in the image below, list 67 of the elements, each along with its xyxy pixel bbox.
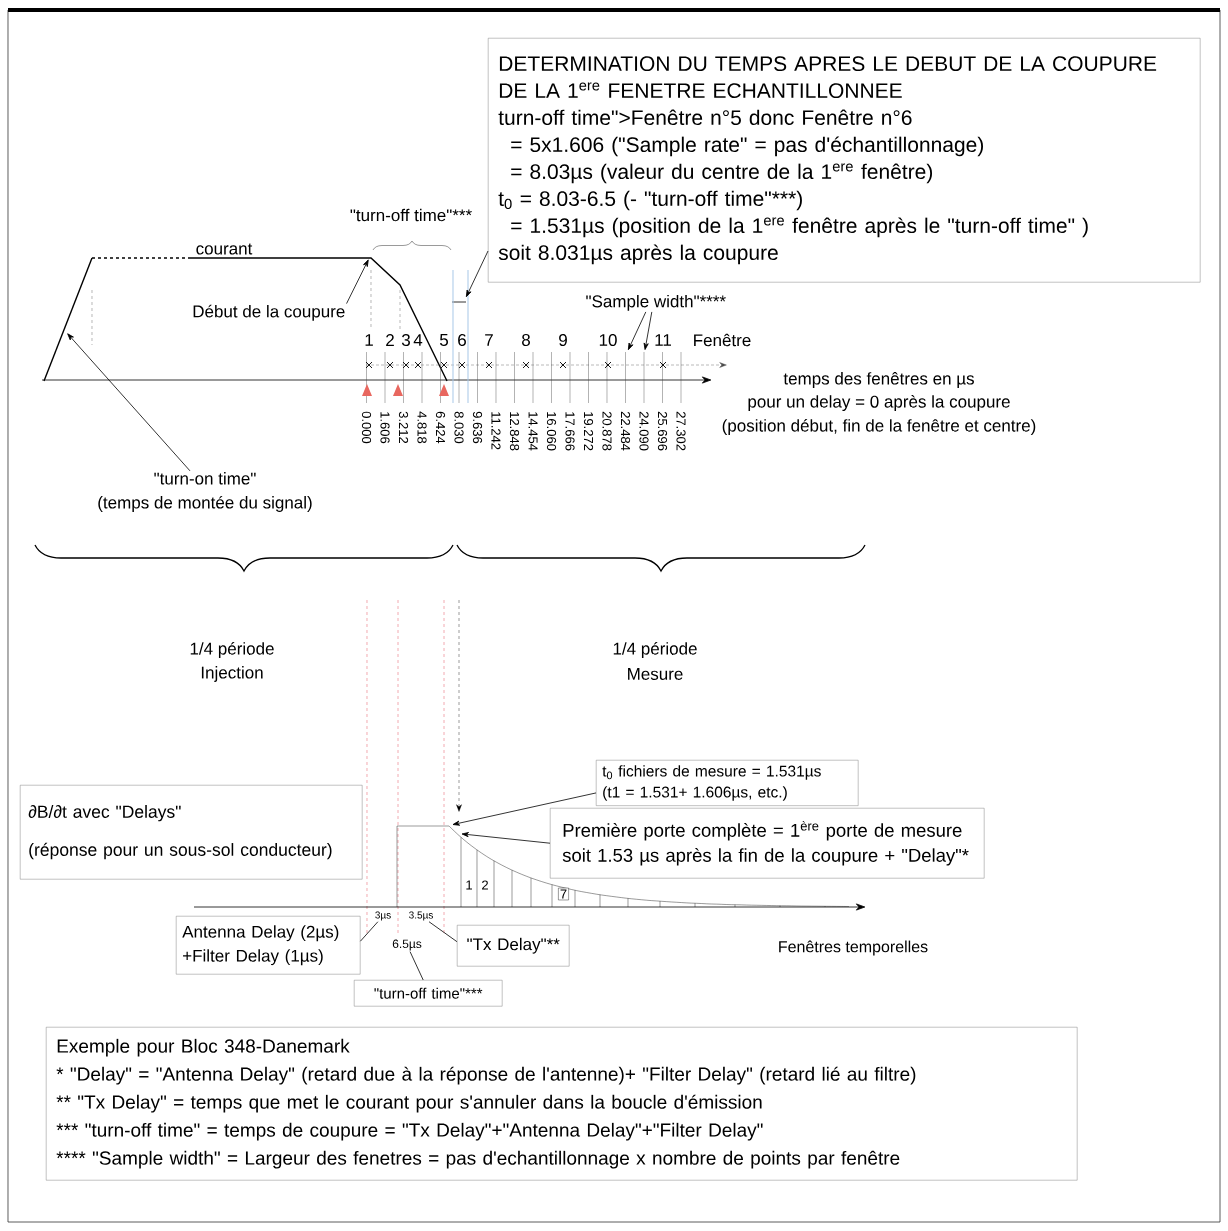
leader-line [428,921,458,943]
leader-arrow [461,832,551,844]
tick-label: 25.696 [657,411,668,451]
window-number: 10 [599,334,617,347]
label: Injection [201,666,263,682]
tick-label: 20.878 [602,411,612,451]
leader-arrow [627,311,647,351]
dimension-label: 3µs [375,911,391,921]
leader-line [409,951,424,981]
window-number: 5 [439,334,448,346]
callout-text: "turn-on time" (temps de montée du signal) [98,472,312,512]
tick-label: 12.848 [509,412,520,451]
window-number: 11 [655,334,671,346]
label: "turn-off time"*** [350,208,472,222]
tick-label: 24.090 [639,411,649,451]
tick-label: 22.484 [620,411,631,451]
gate-number: 7 [558,887,569,901]
window-number: 8 [522,334,530,347]
label-box: "turn-off time"*** [354,980,503,1007]
label: (position début, fin de la fenêtre et centre) [722,419,1036,436]
label: 1/4 période [190,642,274,659]
window-number: 4 [413,334,423,346]
window-number: 6 [458,334,466,347]
tick-label: 9.636 [472,411,483,444]
tick-label: 11.242 [491,412,501,450]
label-box: Antenna Delay (2µs) +Filter Delay (1µs) [176,916,361,975]
window-number: 3 [401,334,410,347]
tick-label: 4.818 [417,411,427,444]
tick-label: 0.000 [361,411,372,444]
window-number: 7 [485,334,493,346]
note-box: DETERMINATION DU TEMPS APRES LE DEBUT DE LA COUPURE DE LA 1$^{ere}$ FENETRE ECHANTILLONNEE turn-off time">Fenêtre n°5 donc Fenêtre n°6 = 5x1.606 ("Sample rate" = pas d'échantillonnage) = 8.03µs (valeur du centre de la 1$^{ere}$ fenêtre) t$_{0}$ = 8.03-6.5 (- "turn-off time"***) = 1.531µs (position de la 1$^{ere}$ fenêtre après le "turn-off time" ) soit 8.031µs après la coupure [488,38,1201,283]
leader-arrow [643,311,653,350]
leader-arrow [465,250,489,298]
tick-label: 14.454 [528,412,538,451]
label: 1/4 période [613,642,697,659]
gate-number: 1 [466,880,472,890]
callout-text: Début de la coupure [193,304,345,321]
gate-number: 2 [482,880,488,890]
note-box: Première porte complète = 1$^{ère}$ porte de mesure soit 1.53 µs après la fin de la coupure + "Delay"* [550,808,985,879]
label: Fenêtre [694,333,751,347]
tick-label: 3.212 [398,411,409,444]
tick-label: 6.424 [435,411,446,444]
leader-arrow [452,792,597,826]
dimension-label: 3.5µs [409,911,433,921]
label: Fenêtres temporelles [779,940,928,956]
footnote-box: Exemple pour Bloc 348-Danemark * "Delay" = "Antenna Delay" (retard due à la réponse de l'antenne)+ "Filter Delay" (retard lié au filtre) ** "Tx Delay" = temps que met le courant pour s'annuler dans la boucle d'émission *** "turn-off time" = temps de coupure = "Tx Delay"+"Antenna Delay"+"Filter Delay" **** "Sample width" = Largeur des fenetres = pas d'echantillonnage x nombre de points par fenêtre [46,1027,1078,1181]
dimension-label: 6.5µs [392,939,422,951]
callout-text: "Sample width"**** [586,294,726,311]
label: Mesure [628,668,683,680]
label-box: "Tx Delay"** [457,925,570,967]
tick-label: 8.030 [454,411,464,444]
leader-arrow [67,333,191,472]
tick-label: 19.272 [583,412,594,451]
note-box: t$_{0}$ fichiers de mesure = 1.531µs (t1 = 1.531+ 1.606µs, etc.) [596,760,859,806]
label: temps des fenêtres en µs [783,372,974,388]
label: pour un delay = 0 après la coupure [748,395,1010,412]
note-box: ∂B/∂t avec "Delays" (réponse pour un sous-sol conducteur) [20,785,363,880]
label: courant [196,243,253,255]
window-number: 9 [559,334,567,347]
tick-label: 17.666 [565,412,575,451]
window-number: 2 [386,334,394,346]
window-number: 1 [365,334,373,346]
tick-label: 27.302 [676,411,686,451]
leader-arrow [346,259,369,304]
tick-label: 1.606 [380,412,390,444]
tick-label: 16.060 [546,412,557,451]
leader-line [360,921,379,942]
